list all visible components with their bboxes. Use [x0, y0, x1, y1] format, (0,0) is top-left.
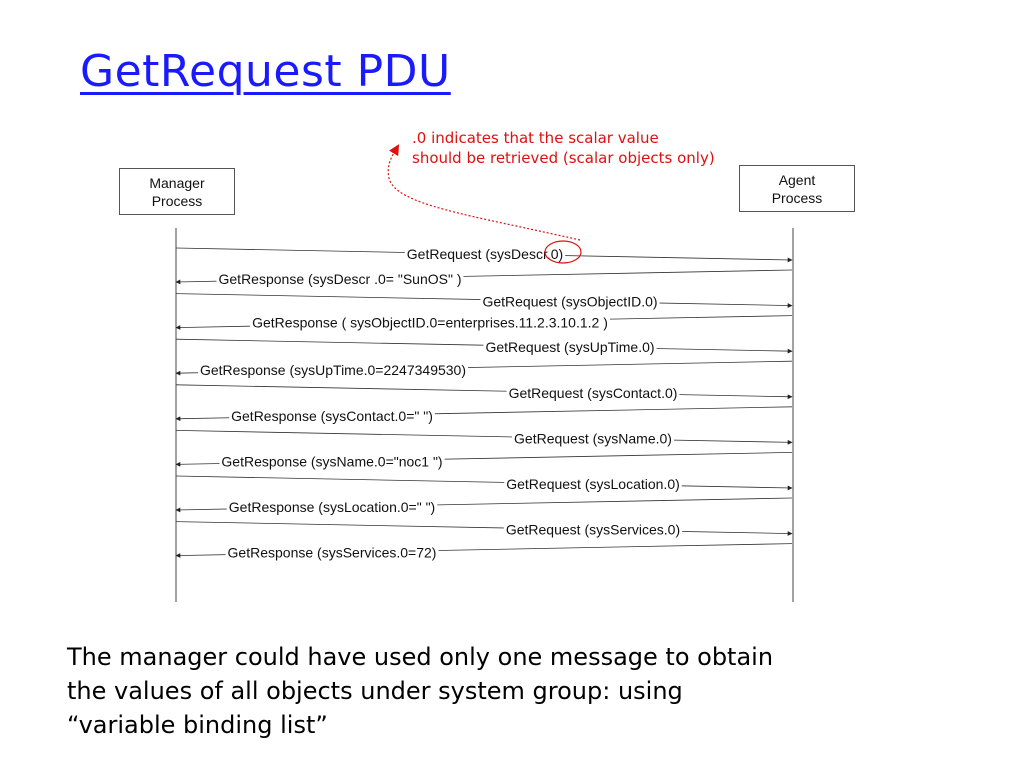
response-label: GetResponse (sysName.0="noc1 "): [221, 453, 442, 469]
message-label-bg: [503, 522, 683, 537]
message-label-bg: [404, 247, 566, 262]
slide-title: GetRequest PDU: [80, 46, 451, 97]
message-label-bg: [226, 499, 438, 514]
request-arrow: [175, 475, 793, 491]
message-label-bg: [483, 339, 657, 354]
agent-label-line-2: Process: [771, 189, 823, 206]
request-arrow: [175, 384, 793, 400]
footer-line-1: The manager could have used only one mes…: [67, 643, 774, 671]
response-label: GetResponse (sysUpTime.0=2247349530): [200, 362, 466, 378]
message-label-bg: [506, 385, 680, 400]
manager-label-line-2: Process: [151, 192, 203, 209]
footer-line-2: the values of all objects under system g…: [67, 677, 683, 705]
annotation-note: .0 indicates that the scalar value shoul…: [412, 128, 715, 168]
request-label: GetRequest (sysDescr.0): [407, 246, 563, 262]
response-label: GetResponse (sysLocation.0=" "): [229, 499, 435, 515]
request-arrow: [175, 521, 793, 536]
agent-label-line-1: Agent: [778, 171, 816, 188]
annotation-pointer-arrow: [387, 144, 581, 241]
message-label-bg: [216, 271, 464, 286]
request-label: GetRequest (sysName.0): [514, 431, 672, 447]
response-label: GetResponse (sysServices.0=72): [228, 545, 437, 561]
message-label-bg: [250, 315, 610, 330]
annotation-line-2: should be retrieved (scalar objects only…: [412, 149, 715, 167]
message-label-bg: [504, 477, 682, 492]
response-label: GetResponse (sysDescr .0= "SunOS" ): [219, 271, 462, 287]
manager-process-box: Manager Process: [119, 168, 235, 215]
highlight-ellipse: [544, 240, 582, 264]
request-label: GetRequest (sysLocation.0): [506, 476, 680, 492]
message-label-bg: [219, 454, 445, 469]
footer-text: The manager could have used only one mes…: [67, 640, 867, 742]
agent-process-box: Agent Process: [739, 165, 855, 212]
request-label: GetRequest (sysContact.0): [509, 385, 678, 401]
request-label: GetRequest (sysUpTime.0): [485, 339, 654, 355]
message-label-bg: [480, 294, 660, 309]
message-label-bg: [229, 408, 435, 423]
request-arrow: [175, 430, 793, 445]
request-label: GetRequest (sysServices.0): [506, 522, 680, 538]
manager-label-line-1: Manager: [149, 174, 205, 191]
message-label-bg: [512, 431, 674, 446]
message-label-bg: [197, 363, 469, 378]
message-label-bg: [225, 545, 439, 560]
annotation-line-1: .0 indicates that the scalar value: [412, 129, 659, 147]
footer-line-3: “variable binding list”: [67, 711, 328, 739]
response-label: GetResponse (sysContact.0=" "): [231, 408, 433, 424]
request-label: GetRequest (sysObjectID.0): [482, 293, 657, 309]
response-label: GetResponse ( sysObjectID.0=enterprises.…: [252, 315, 608, 331]
